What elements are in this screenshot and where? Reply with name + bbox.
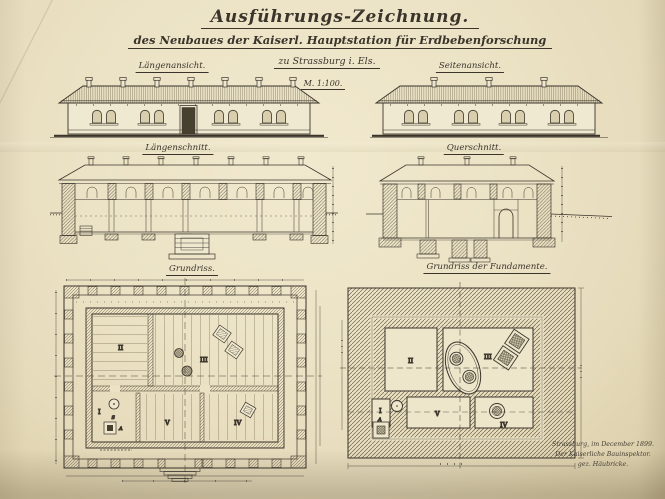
central-pit xyxy=(168,233,216,260)
interior-walls xyxy=(75,199,313,232)
pier-label-a: A xyxy=(377,417,382,423)
room-label-v: V xyxy=(164,419,170,427)
room-label-iii: III xyxy=(200,356,208,364)
clerestory xyxy=(86,183,314,200)
panel-seitenansicht xyxy=(370,74,608,146)
elevation-side xyxy=(370,77,608,138)
room-label-iv: IV xyxy=(500,421,508,429)
querschnitt-drawing xyxy=(366,156,613,263)
laengenansicht-drawing xyxy=(50,77,328,138)
room-label-ii: II xyxy=(118,344,124,352)
instrument-label-s: S xyxy=(112,415,116,421)
room-ii-floor xyxy=(93,315,147,385)
room-label-ii: II xyxy=(408,357,414,365)
drawing-scale: M. 1:100. xyxy=(300,79,346,90)
panel-laengenansicht xyxy=(50,74,328,146)
dimension-lines xyxy=(341,287,584,469)
caption-querschnitt: Querschnitt. xyxy=(443,143,505,155)
room-label-i: I xyxy=(98,408,101,416)
title-block: Ausführungs-Zeichnung. des Neubaues der … xyxy=(122,7,558,90)
oval-foundation xyxy=(444,341,482,395)
fundamente-drawing: II III V IV I A xyxy=(340,282,584,472)
laengenschnitt-drawing xyxy=(50,156,338,260)
section-cross xyxy=(366,156,613,263)
foundation-piers xyxy=(378,237,556,263)
tilted-pier xyxy=(492,328,530,371)
interior xyxy=(425,199,519,238)
caption-fundamente: Grundriss der Fundamente. xyxy=(423,262,551,274)
grundriss-drawing: II III I V IV S A xyxy=(54,278,322,484)
window-pairs xyxy=(401,109,577,126)
section-long xyxy=(50,156,338,260)
chimney-outlines xyxy=(417,156,517,166)
side-steps xyxy=(79,225,93,236)
room-label-i: I xyxy=(379,407,382,415)
signature-place-date: Strassburg, im December 1899. xyxy=(552,441,654,448)
panel-querschnitt xyxy=(366,156,614,270)
chimneys xyxy=(430,77,548,88)
page-location: zu Strassburg i. Els. xyxy=(274,56,380,69)
instrument-piers xyxy=(103,324,257,435)
room-iii-floor xyxy=(154,315,277,385)
chimney-outlines xyxy=(87,156,305,166)
room-v-floor xyxy=(141,394,199,440)
floor-plan: II III I V IV S A xyxy=(54,278,322,484)
seitenansicht-drawing xyxy=(370,77,608,138)
room-iv-floor xyxy=(205,394,277,440)
entrance-steps xyxy=(157,458,203,482)
entrance-door xyxy=(179,105,198,135)
room-labels: II III I V IV S A xyxy=(98,344,243,433)
instrument-label-a: A xyxy=(118,426,123,432)
page-title: Ausführungs-Zeichnung. xyxy=(200,7,480,29)
caption-grundriss: Grundriss. xyxy=(166,264,218,276)
arched-doorway xyxy=(498,208,514,238)
panel-laengenschnitt xyxy=(50,156,338,270)
arcade-piers xyxy=(63,285,307,469)
caption-laengenschnitt: Längenschnitt. xyxy=(142,143,214,155)
signature-block: Strassburg, im December 1899. Der Kaiser… xyxy=(546,440,660,470)
signature-name: gez. Häubricke. xyxy=(577,461,629,469)
elevation-long xyxy=(50,77,328,138)
room-label-iii: III xyxy=(484,353,492,361)
panel-fundamente: II III V IV I A xyxy=(340,280,630,480)
panel-grundriss: II III I V IV S A xyxy=(52,276,324,490)
room-label-iv: IV xyxy=(234,419,242,427)
room-label-v: V xyxy=(434,410,440,418)
caption-seitenansicht: Seitenansicht. xyxy=(435,61,505,73)
foundation-plan: II III V IV I A xyxy=(340,282,584,472)
signature-office: Der Kaiserliche Bauinspektor. xyxy=(555,451,651,459)
chimneys xyxy=(85,77,297,88)
clerestory xyxy=(401,183,534,200)
room-labels: II III V IV I A xyxy=(377,353,509,430)
caption-laengenansicht: Längenansicht. xyxy=(135,61,209,73)
window-pairs xyxy=(89,109,289,126)
page-subtitle: des Neubaues der Kaiserl. Hauptstation f… xyxy=(127,33,553,49)
